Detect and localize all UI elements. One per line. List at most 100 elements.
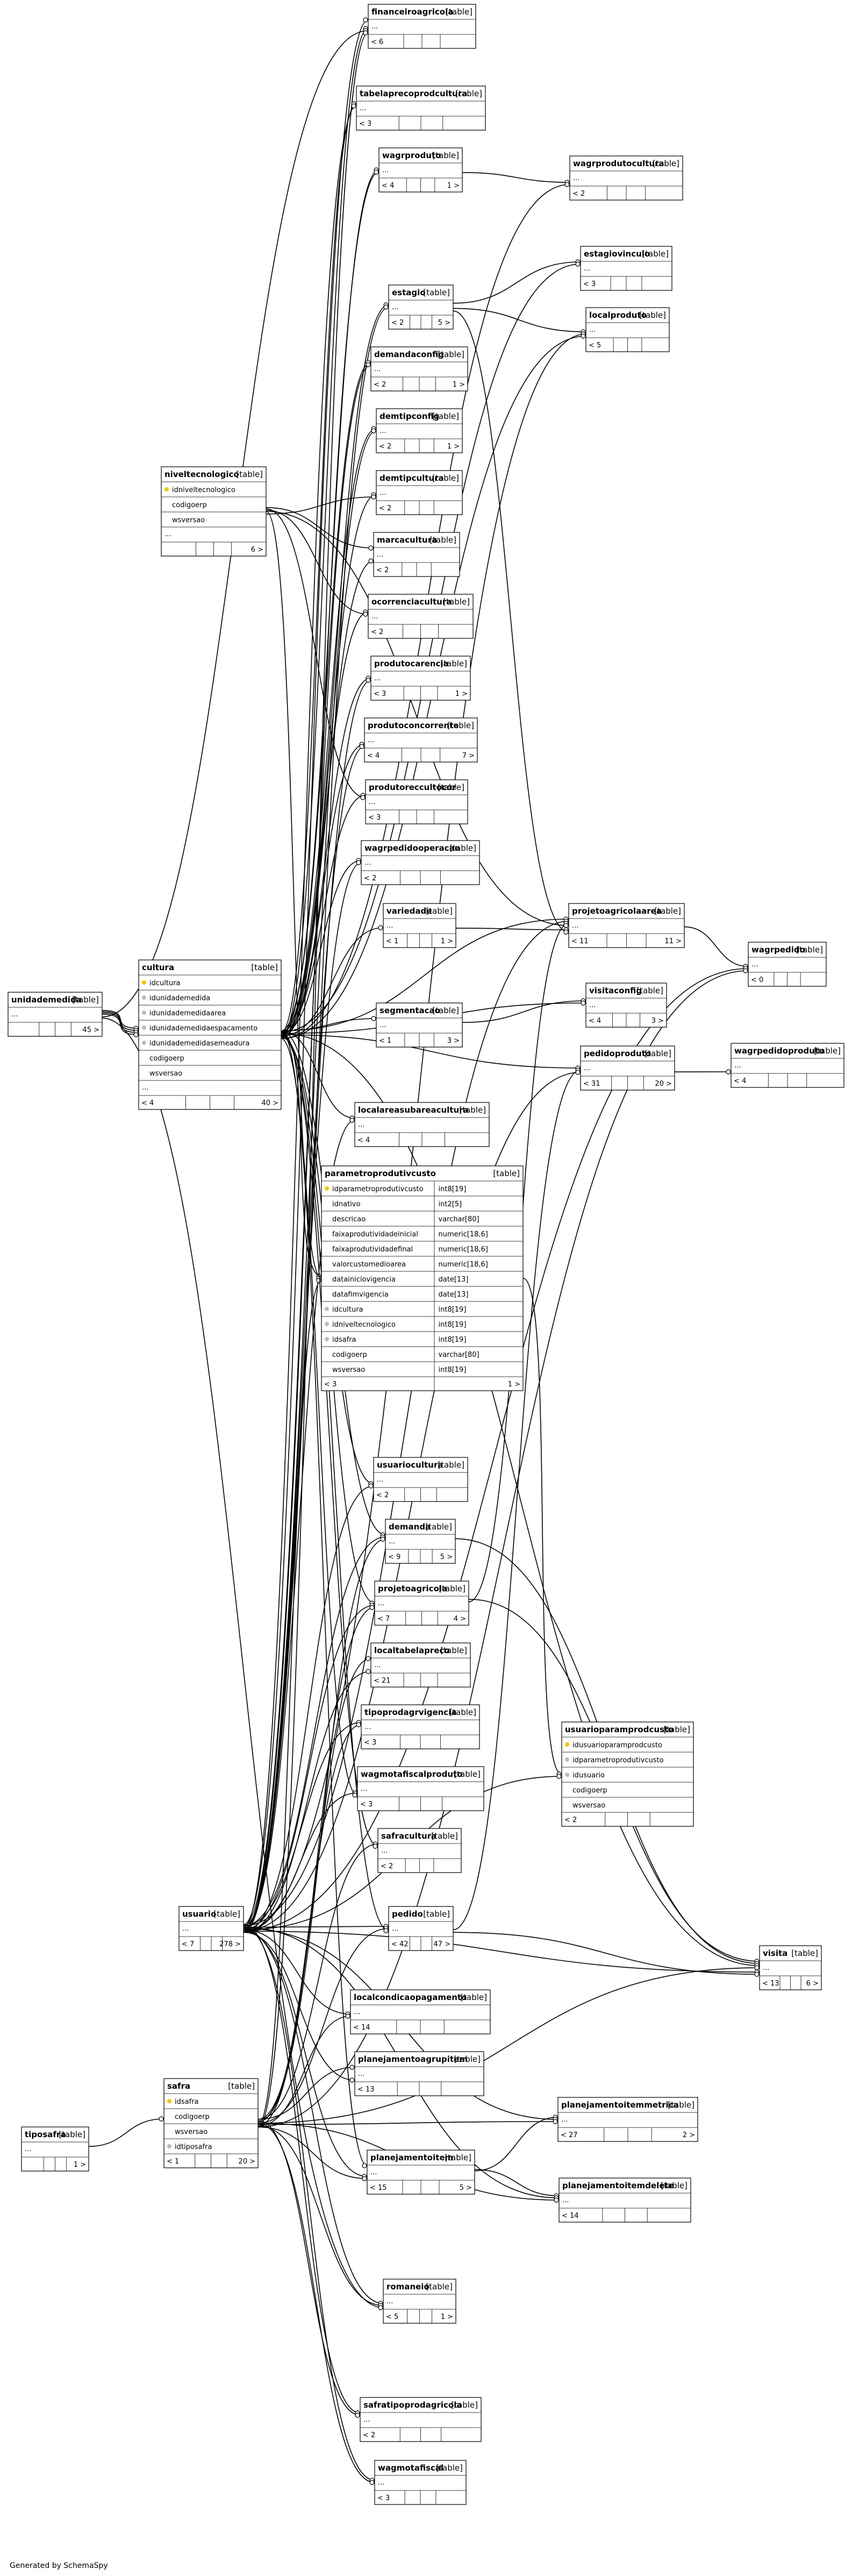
table-tag: [table] (228, 2081, 255, 2091)
table-planejamentoitemdelete[interactable]: planejamentoitemdelete[table]...< 14 (559, 2177, 691, 2223)
table-demtipcultura[interactable]: demtipcultura[table]...< 2 (376, 470, 463, 515)
table-tag: [table] (426, 906, 453, 916)
table-name: projetoagricola (378, 1584, 447, 1593)
table-parametroprodutivcusto[interactable]: parametroprodutivcusto[table]idparametro… (321, 1165, 524, 1391)
table-safracultura[interactable]: safracultura[table]...< 2 (377, 1828, 462, 1873)
relationship-line (281, 795, 366, 1031)
table-produtoreccultocor[interactable]: produtoreccultocor[table]...< 3 (365, 779, 468, 824)
collapsed-columns: ... (374, 674, 381, 682)
relationship-line (455, 928, 569, 930)
table-name: wagmotafiscal (378, 2463, 443, 2473)
table-name: tiposafra (25, 2130, 66, 2139)
table-localproduto[interactable]: localproduto[table]...< 5 (585, 307, 670, 352)
relationship-line (243, 968, 749, 1932)
table-localtabelapreco[interactable]: localtabelapreco[table]...< 21 (370, 1642, 471, 1688)
parent-count: < 2 (363, 2431, 375, 2439)
primary-key-icon (565, 1742, 569, 1747)
more-columns: ... (164, 530, 171, 538)
table-marcacultura[interactable]: marcacultura[table]...< 2 (373, 532, 460, 577)
relationship-end-icon (363, 611, 368, 617)
parent-count: < 2 (379, 504, 391, 513)
collapsed-columns: ... (371, 613, 378, 621)
column-name: idniveltecnologico (172, 486, 235, 494)
child-count: 1 > (447, 443, 460, 451)
table-tag: [table] (436, 2463, 463, 2473)
column-name: faixaprodutividadefinal (332, 1246, 413, 1254)
table-wagrpedido[interactable]: wagrpedido[table]...< 0 (748, 942, 827, 987)
table-wagrpedidooperacao[interactable]: wagrpedidooperacao[table]...< 2 (361, 840, 480, 885)
relationship-line (243, 921, 569, 1926)
parent-count: < 14 (353, 2024, 370, 2032)
foreign-key-icon (565, 1757, 569, 1762)
parent-count: < 3 (368, 814, 381, 822)
table-ocorrenciacultura[interactable]: ocorrenciacultura[table]...< 2 (368, 594, 474, 639)
table-localareasubareacultura[interactable]: localareasubareacultura[table]...< 4 (354, 1102, 490, 1147)
collapsed-columns: ... (363, 2416, 370, 2424)
table-tipoprodagrvigencia[interactable]: tipoprodagrvigencia[table]...< 3 (361, 1704, 480, 1749)
relationship-end-icon (380, 1536, 385, 1542)
column-name: codigoerp (572, 1787, 607, 1795)
table-financeiroagricola[interactable]: financeiroagricola[table]...< 6 (368, 4, 476, 49)
parent-count: < 2 (364, 874, 376, 883)
parent-count: < 42 (391, 1940, 409, 1948)
table-wagrpedidoproduto[interactable]: wagrpedidoproduto[table]...< 4 (731, 1043, 844, 1088)
table-wagrprodutocultura[interactable]: wagrprodutocultura[table]...< 2 (569, 155, 683, 201)
table-safra[interactable]: safra[table]idsafracodigoerpwsversaoidti… (163, 2078, 259, 2168)
collapsed-columns: ... (182, 1925, 189, 1933)
column-name: idunidademedidaespacamento (149, 1024, 257, 1033)
parent-count: < 7 (182, 1940, 194, 1948)
table-localcondicaopagamento[interactable]: localcondicaopagamento[table]...< 14 (350, 1989, 491, 2034)
table-niveltecnologico[interactable]: niveltecnologico[table]idniveltecnologic… (161, 466, 267, 557)
table-name: wagmotafiscalproduto (361, 1769, 462, 1779)
table-name: wagrproduto (382, 151, 441, 160)
table-tag: [table] (454, 1769, 481, 1779)
table-name: safra (167, 2081, 190, 2091)
column-type: int8[19] (439, 1336, 467, 1344)
table-wagmotafiscalproduto[interactable]: wagmotafiscalproduto[table]...< 3 (357, 1766, 484, 1811)
parent-count: < 3 (374, 690, 386, 698)
table-tabelaprecoprodcultura[interactable]: tabelaprecoprodcultura[table]...< 3 (356, 86, 486, 131)
table-cultura[interactable]: cultura[table]idculturaidunidademedidaid… (138, 959, 282, 1110)
table-tiposafra[interactable]: tiposafra[table]...1 > (21, 2126, 89, 2172)
table-usuariocultura[interactable]: usuariocultura[table]...< 2 (373, 1457, 468, 1502)
foreign-key-icon (325, 1322, 329, 1326)
table-estagiovinculo[interactable]: estagiovinculo[table]...< 3 (580, 246, 672, 291)
relationship-end-icon (575, 261, 581, 267)
table-name: tabelaprecoprodcultura (360, 89, 467, 98)
table-usuarioparamprodcusto[interactable]: usuarioparamprodcusto[table]idusuariopar… (561, 1721, 694, 1827)
table-name: demtipconfig (380, 411, 439, 421)
table-tag: [table] (791, 1948, 818, 1958)
table-planejamentoagrupitem[interactable]: planejamentoagrupitem[table]...< 13 (354, 2051, 484, 2096)
table-name: demanda (389, 1522, 431, 1532)
table-tag: [table] (446, 7, 472, 17)
relationship-line (257, 1280, 322, 2125)
table-safratipoprodagricola[interactable]: safratipoprodagricola[table]...< 2 (360, 2397, 482, 2442)
column-name: idtiposafra (175, 2143, 212, 2151)
column-name: wsversao (572, 1802, 605, 1810)
column-name: idunidademedidaarea (149, 1009, 226, 1017)
table-wagmotafiscal[interactable]: wagmotafiscal[table]...< 3 (374, 2460, 467, 2505)
relationship-end-icon (366, 362, 371, 367)
table-name: safracultura (381, 1831, 436, 1841)
table-unidademedida[interactable]: unidademedida[table]...45 > (8, 992, 103, 1037)
parent-count: < 0 (751, 976, 763, 984)
